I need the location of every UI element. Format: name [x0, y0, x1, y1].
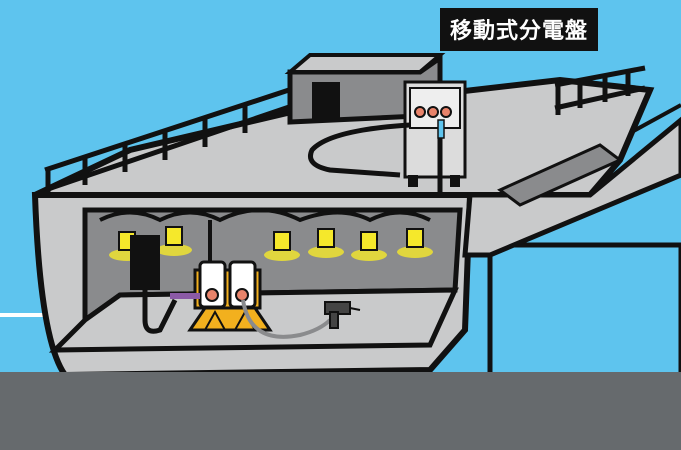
equipment-box — [130, 235, 160, 290]
mobile-distribution-panel-label: 移動式分電盤 — [440, 8, 599, 51]
railing — [44, 85, 296, 195]
distribution-panel-icon — [403, 80, 467, 187]
water — [0, 372, 681, 450]
cabin-door-icon — [312, 82, 340, 120]
railing-right — [554, 65, 646, 115]
power-drill-icon — [324, 301, 361, 329]
pier — [487, 242, 681, 378]
generator-icon — [187, 260, 273, 332]
bow — [462, 116, 681, 258]
